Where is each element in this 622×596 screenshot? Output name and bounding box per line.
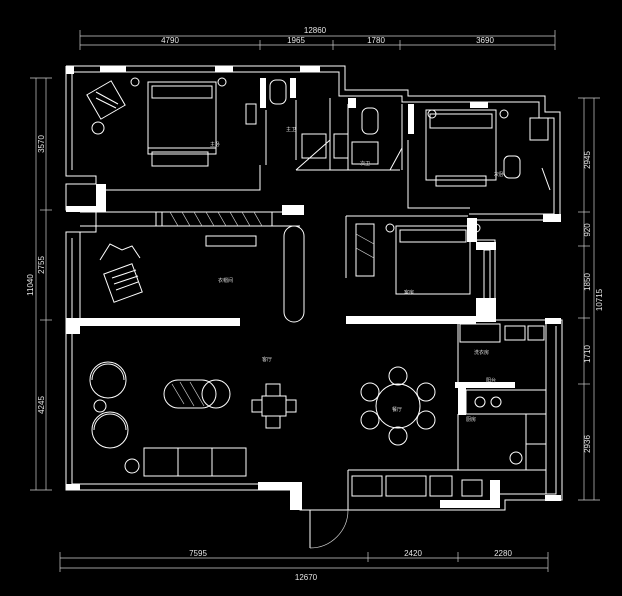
kitchen-fixtures [459, 323, 547, 471]
dim-bottom-3: 2280 [494, 549, 512, 558]
dim-top-4: 3690 [476, 36, 494, 45]
dim-right-3: 1850 [583, 273, 592, 291]
entry-door [309, 509, 349, 549]
label-living-room: 客厅 [262, 356, 272, 363]
dining-table [360, 366, 436, 446]
dim-right-4: 1710 [583, 345, 592, 363]
label-master-bath: 主卫 [286, 126, 296, 133]
dim-left-2: 2755 [37, 256, 46, 274]
entry-cabinets [351, 475, 483, 497]
label-kitchen: 厨房 [466, 416, 476, 423]
label-cloakroom: 衣帽间 [218, 277, 233, 284]
label-second-bedroom: 次卧 [494, 171, 504, 178]
wall-blocks [66, 66, 561, 510]
label-guest-room: 客房 [404, 289, 414, 296]
side-table-cross [251, 383, 297, 429]
master-bed [130, 77, 227, 167]
label-laundry: 洗衣房 [474, 349, 489, 356]
guest-bath-fixtures [351, 107, 403, 171]
dim-right-total: 10715 [595, 288, 604, 311]
label-dining-room: 餐厅 [392, 406, 402, 413]
dim-bottom-2: 2420 [404, 549, 422, 558]
dim-right-2: 920 [583, 223, 592, 237]
label-guest-bath: 次卫 [360, 160, 370, 167]
room-labels: 主卧 主卫 次卫 次卧 衣帽间 客房 客厅 餐厅 厨房 洗衣房 阳台 [210, 126, 504, 423]
lounge-chairs [89, 361, 129, 449]
dim-top-3: 1780 [367, 36, 385, 45]
dim-top-2: 1965 [287, 36, 305, 45]
sofa [124, 447, 247, 477]
dimension-bottom: 7595 2420 2280 12670 [59, 549, 549, 582]
label-balcony: 阳台 [486, 377, 496, 384]
dimension-top: 12860 4790 1965 1780 3690 [79, 26, 556, 50]
dim-bottom-1: 7595 [189, 549, 207, 558]
dim-right-5: 2936 [583, 435, 592, 453]
dim-left-3: 4245 [37, 396, 46, 414]
dimension-left: 3570 2755 4245 11040 [26, 77, 52, 491]
second-bed [425, 109, 551, 191]
dim-left-total: 11040 [26, 274, 35, 296]
cloakroom-wardrobe [99, 211, 305, 323]
dim-left-1: 3570 [37, 135, 46, 153]
dim-top-total: 12860 [304, 26, 327, 35]
dimension-right: 2945 920 1850 1710 2936 10715 [578, 97, 604, 501]
dim-bottom-total: 12670 [295, 573, 318, 582]
armchair-master [86, 80, 126, 135]
guest-bed [355, 223, 491, 301]
coffee-table [163, 379, 231, 409]
dim-right-1: 2945 [583, 151, 592, 169]
label-master-bedroom: 主卧 [210, 141, 220, 148]
master-bath-fixtures [245, 79, 349, 171]
dim-top-1: 4790 [161, 36, 179, 45]
